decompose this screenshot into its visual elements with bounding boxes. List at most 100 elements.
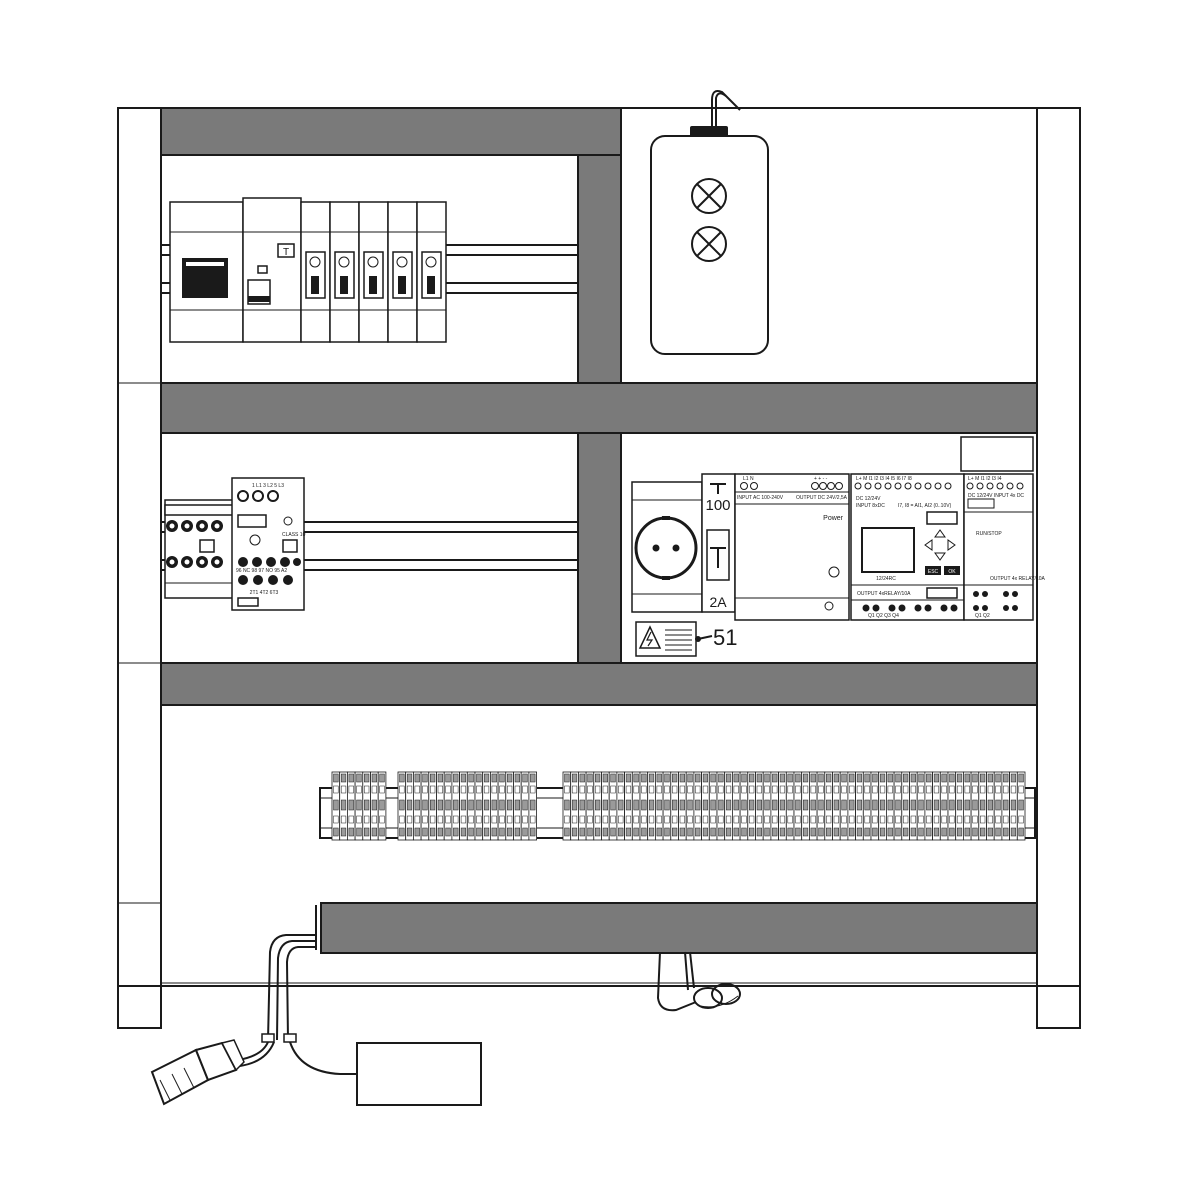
plc-ok-button: OK: [948, 569, 956, 575]
exp-input-label: DC 12/24V INPUT 4x DC: [968, 493, 1024, 499]
rcd-test-label: T: [283, 247, 289, 258]
plc-logic-module: L+ M I1 I2 I3 I4 I5 I6 I7 I8 DC 12/24V I…: [850, 473, 965, 621]
terminal-block: [993, 771, 1003, 841]
plc-esc-button: ESC: [928, 569, 939, 575]
terminal-block: [346, 771, 356, 841]
terminal-block: [354, 771, 364, 841]
terminal-block: [939, 771, 949, 841]
plc-q-labels: Q1 Q2 Q3 Q4: [868, 613, 899, 619]
warning-label: 51: [635, 621, 737, 657]
terminal-block: [970, 771, 980, 841]
terminal-block: [482, 771, 491, 841]
terminal-block: [466, 771, 476, 841]
terminal-block: [955, 771, 964, 841]
terminal-block: [755, 771, 764, 841]
overload-top-terminals: 1 L1 3 L2 5 L3: [252, 483, 284, 489]
terminal-block: [809, 771, 818, 841]
plc-terminals-top: L+ M I1 I2 I3 I4 I5 I6 I7 I8: [856, 476, 912, 482]
terminal-block: [593, 771, 602, 841]
terminal-block: [816, 771, 826, 841]
terminal-block: [578, 771, 587, 841]
horizontal-duct-2: [160, 662, 1038, 706]
callout-number: 51: [713, 625, 737, 650]
terminal-block: [585, 771, 595, 841]
terminal-block: [562, 771, 572, 841]
terminal-block: [655, 771, 664, 841]
exp-run-stop-label: RUN/STOP: [976, 531, 1002, 537]
fuse-holder: 100 2A: [701, 473, 736, 613]
terminal-block: [724, 771, 733, 841]
terminal-block: [405, 771, 414, 841]
terminal-block: [1001, 771, 1011, 841]
terminal-block: [397, 771, 407, 841]
terminal-block: [647, 771, 656, 841]
terminal-block: [608, 771, 618, 841]
terminal-block: [747, 771, 756, 841]
pendant-control-box: [650, 90, 769, 355]
terminal-block: [839, 771, 849, 841]
plc-expansion-module: L+ M I1 I2 I3 I4 DC 12/24V INPUT 4x DC R…: [963, 473, 1045, 621]
terminal-block: [886, 771, 895, 841]
terminal-block: [878, 771, 887, 841]
cable-ducts: [160, 107, 1038, 954]
terminal-block: [1009, 771, 1018, 841]
terminal-block: [497, 771, 507, 841]
terminal-block: [428, 771, 437, 841]
terminal-block: [778, 771, 787, 841]
plc-dc-label: DC 12/24V: [856, 496, 881, 502]
terminal-block: [893, 771, 903, 841]
terminal-block: [474, 771, 484, 841]
terminal-block: [505, 771, 514, 841]
exp-q-labels: Q1 Q2: [975, 613, 990, 619]
vertical-duct-upper: [577, 154, 622, 384]
terminal-block: [932, 771, 941, 841]
power-supply: L1 N + + - - INPUT AC 100-240V OUTPUT DC…: [734, 473, 850, 621]
terminal-block: [685, 771, 695, 841]
terminal-block: [624, 771, 633, 841]
plc-model-label: 12/24RC: [876, 576, 896, 582]
terminal-block-group-3: [562, 771, 1026, 841]
terminal-block: [459, 771, 468, 841]
terminal-block: [901, 771, 910, 841]
wire-label-box: [960, 436, 1034, 472]
terminal-block: [708, 771, 718, 841]
terminal-block: [513, 771, 522, 841]
terminal-block: [963, 771, 972, 841]
terminal-block: [489, 771, 499, 841]
terminal-block: [362, 771, 371, 841]
main-switch: [169, 201, 244, 343]
terminal-block: [412, 771, 422, 841]
terminal-block-group-2: [397, 771, 538, 841]
terminal-block: [436, 771, 445, 841]
plc-output-label: OUTPUT 4xRELAY/10A: [857, 591, 911, 597]
terminal-block: [916, 771, 926, 841]
indicator-lamp-icon: [691, 178, 727, 214]
terminal-block: [701, 771, 710, 841]
overload-contact-labels: 96 NC 98 97 NO 95 A2: [236, 568, 287, 574]
overload-class-label: CLASS 10: [282, 532, 306, 538]
terminal-block: [528, 771, 538, 841]
terminal-block-group-1: [331, 771, 387, 841]
bottom-cable-loop: [656, 951, 741, 1012]
plc-input-label: INPUT 8xDC: [856, 503, 885, 509]
terminal-block: [662, 771, 672, 841]
psu-terminals-top: L1 N: [743, 476, 754, 482]
terminal-block: [520, 771, 530, 841]
terminal-block: [616, 771, 626, 841]
mcb-switches: [305, 251, 442, 299]
terminal-block: [785, 771, 795, 841]
terminal-block: [420, 771, 430, 841]
terminal-block: [909, 771, 918, 841]
terminal-block: [986, 771, 995, 841]
terminal-block: [631, 771, 641, 841]
terminal-block: [1016, 771, 1026, 841]
terminal-block: [770, 771, 780, 841]
external-box: [356, 1042, 482, 1106]
psu-input-label: INPUT AC 100-240V: [737, 495, 784, 501]
plc-analog-label: I7, I8 = AI1, AI2 (0..10V): [898, 503, 952, 509]
psu-terminals-out: + + - -: [814, 476, 828, 482]
fuse-current-label: 2A: [709, 594, 727, 610]
plc-dpad-icon: [924, 529, 956, 561]
fuse-rating-label: 100: [705, 497, 730, 514]
